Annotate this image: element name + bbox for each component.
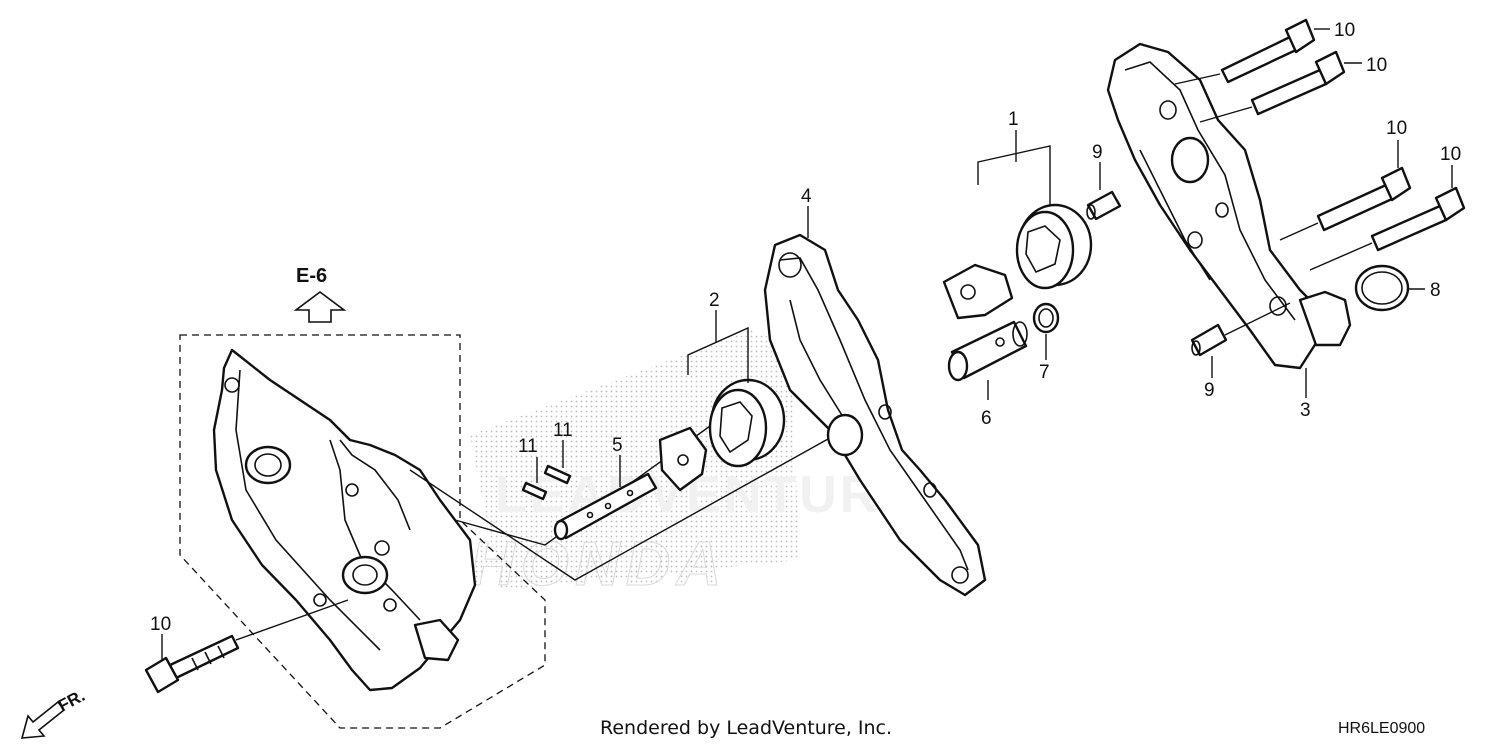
crankcase-cover xyxy=(212,348,477,692)
bolt-10-third[interactable] xyxy=(1279,166,1412,241)
reference-label: E-6 xyxy=(296,265,327,287)
diagram-code: HR6LE0900 xyxy=(1338,720,1426,737)
callout-part-10-d: 10 xyxy=(1440,144,1461,165)
callout-part-9-upper: 9 xyxy=(1092,142,1103,163)
callout-part-10-c: 10 xyxy=(1386,118,1407,139)
pin-11-pair[interactable] xyxy=(521,464,572,501)
callout-part-2: 2 xyxy=(709,290,720,311)
callout-part-8: 8 xyxy=(1430,280,1441,301)
callout-part-5: 5 xyxy=(612,435,623,456)
pump-body-4[interactable] xyxy=(763,233,987,597)
callout-part-3: 3 xyxy=(1300,400,1311,421)
callout-part-10-a: 10 xyxy=(1334,20,1355,41)
callout-part-11-b: 11 xyxy=(553,420,573,441)
front-direction-label: FR. xyxy=(55,686,88,716)
watermark-lower-text: HONDA xyxy=(470,530,727,599)
callout-part-7: 7 xyxy=(1039,362,1050,383)
dowel-9-lower[interactable] xyxy=(1190,302,1291,357)
bolt-10-lower-left[interactable] xyxy=(144,599,349,694)
bolt-10-fourth[interactable] xyxy=(1309,186,1466,271)
o-ring-7[interactable] xyxy=(1032,302,1060,334)
assembly-line-lower xyxy=(409,409,881,581)
callouts: 1 2 3 4 5 6 7 8 9 9 10 10 10 10 10 11 11 xyxy=(150,20,1461,635)
up-arrow-icon xyxy=(293,291,347,323)
callout-part-9-lower: 9 xyxy=(1204,380,1215,401)
callout-part-6: 6 xyxy=(981,408,992,429)
o-ring-8[interactable] xyxy=(1354,264,1410,312)
pump-shaft-5[interactable] xyxy=(553,472,658,541)
crankcase-dashed-outline xyxy=(179,334,546,729)
leader-lines xyxy=(161,28,1453,660)
rotor-set-1[interactable] xyxy=(942,203,1093,320)
footer-credit: Rendered by LeadVenture, Inc. xyxy=(600,717,893,739)
pump-cover-3[interactable] xyxy=(1106,42,1352,370)
collar-6[interactable] xyxy=(947,320,1028,382)
watermark: LEADVENTURE HONDA xyxy=(470,330,915,600)
callout-part-10-b: 10 xyxy=(1366,55,1387,76)
dowel-9-upper[interactable] xyxy=(1086,190,1122,221)
bolt-10-second[interactable] xyxy=(1199,50,1346,123)
callout-part-4: 4 xyxy=(801,186,812,207)
front-arrow-icon xyxy=(20,700,66,739)
inner-rotor-2[interactable] xyxy=(658,426,708,492)
bolt-10-top[interactable] xyxy=(1174,18,1316,85)
callout-part-10-e: 10 xyxy=(150,614,171,635)
front-direction-indicator: FR. xyxy=(20,686,88,739)
callout-part-1: 1 xyxy=(1008,109,1019,130)
reference-e6[interactable]: E-6 xyxy=(293,265,347,323)
callout-part-11-a: 11 xyxy=(518,436,538,457)
